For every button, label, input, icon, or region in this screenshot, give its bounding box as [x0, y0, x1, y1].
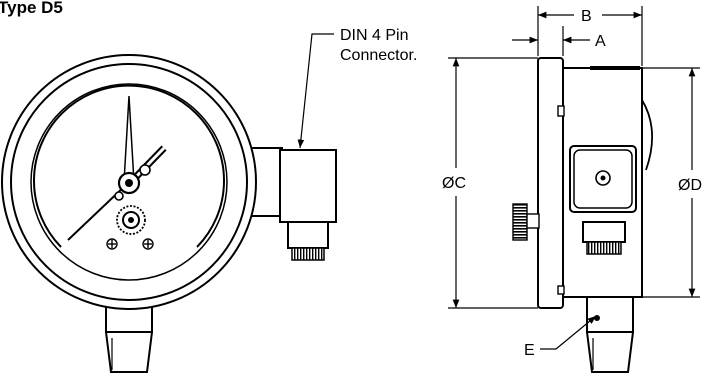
- gauge-dial-outline: [30, 83, 228, 281]
- dimension-label-a: A: [595, 33, 606, 50]
- dial-scale-arc: [33, 84, 225, 248]
- dimension-label-c: ØC: [442, 175, 466, 192]
- gauge-side-view: [512, 57, 654, 373]
- connector-callout: DIN 4 Pin Connector.: [297, 27, 417, 149]
- gauge-front-view: [1, 54, 337, 373]
- gauge-bezel: [10, 63, 248, 301]
- stem-fitting-side: [585, 295, 635, 373]
- diagram-title: Type D5: [0, 0, 63, 17]
- dial-screws: [106, 238, 154, 250]
- din-connector-front: [243, 147, 337, 261]
- bezel-ring-side: [537, 57, 564, 309]
- dimension-label-e: E: [524, 342, 535, 359]
- din-connector-side: [569, 145, 637, 255]
- dimension-label-b: B: [581, 8, 592, 25]
- dimension-label-d: ØD: [678, 177, 702, 194]
- dimension-lines: [448, 6, 700, 350]
- knob-side: [512, 203, 528, 241]
- connector-label-line2: Connector.: [340, 47, 417, 64]
- connector-label-line1: DIN 4 Pin: [340, 27, 408, 44]
